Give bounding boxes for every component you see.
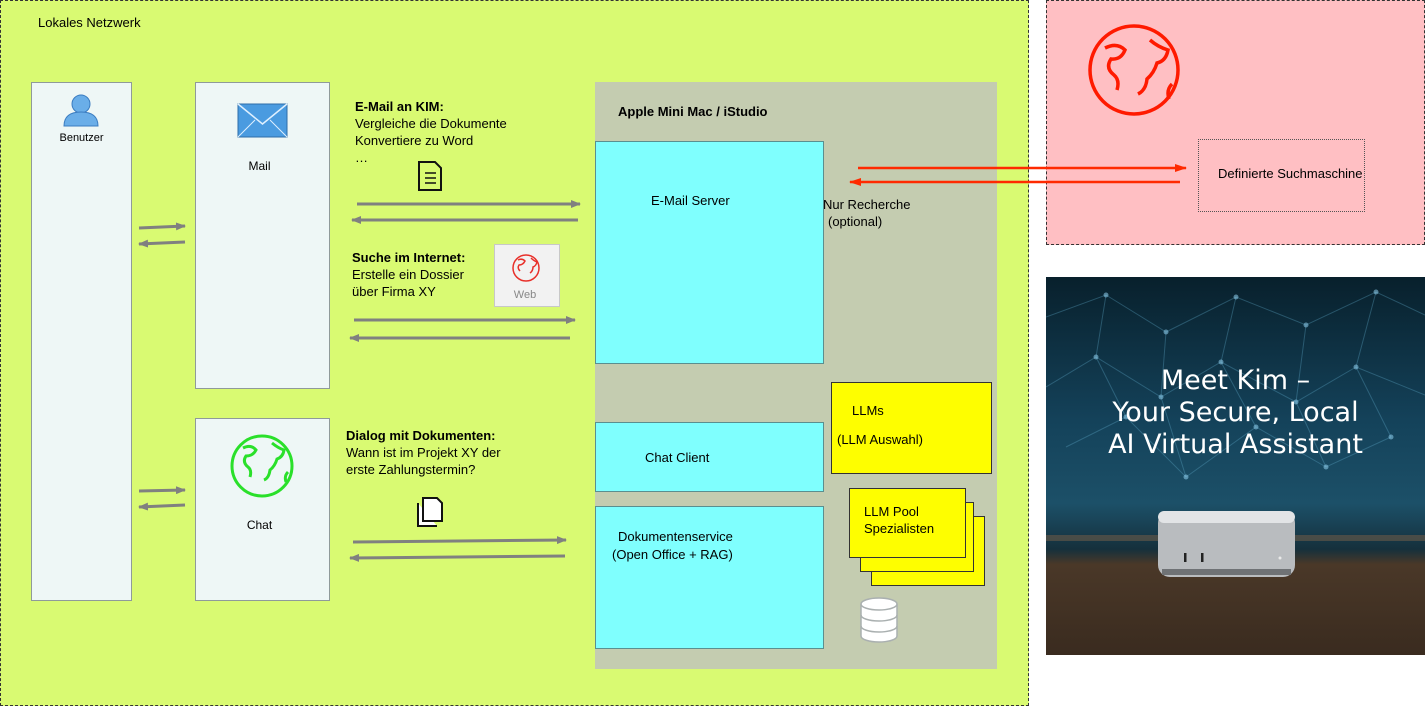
email-flow-line: Konvertiere zu Word	[355, 133, 474, 148]
web-globe-icon	[512, 254, 540, 282]
dialog-flow-heading: Dialog mit Dokumenten:	[346, 428, 496, 443]
doc-service-sublabel: (Open Office + RAG)	[612, 547, 733, 562]
user-label: Benutzer	[59, 132, 104, 144]
search-flow-heading: Suche im Internet:	[352, 250, 466, 265]
internet-zone	[1046, 0, 1425, 245]
promo-title-line: Meet Kim –	[1160, 365, 1311, 396]
email-server-label: E-Mail Server	[651, 193, 730, 208]
arrow-mail-to-user	[138, 239, 186, 248]
email-flow-heading: E-Mail an KIM:	[355, 99, 444, 114]
user-icon	[63, 94, 99, 127]
doc-service-box	[595, 506, 824, 649]
web-badge-label: Web	[513, 289, 537, 301]
llms-box	[831, 382, 992, 474]
doc-service-label: Dokumentenservice	[618, 529, 733, 544]
promo-title-line: AI Virtual Assistant	[1108, 429, 1363, 460]
search-flow-text: Suche im Internet: Erstelle ein Dossier …	[352, 249, 465, 300]
dialog-flow-line: erste Zahlungstermin?	[346, 462, 476, 477]
mac-mini-illustration	[1158, 511, 1295, 577]
arrow-dialog-out	[352, 536, 567, 545]
chat-client-panel	[195, 418, 330, 601]
arrow-user-to-mail	[138, 222, 186, 231]
llms-sublabel: (LLM Auswahl)	[837, 432, 923, 447]
internet-globe-icon	[1088, 24, 1180, 116]
llms-label: LLMs	[852, 403, 884, 418]
promo-image: Meet Kim – Your Secure, Local AI Virtual…	[1046, 277, 1425, 655]
gray-arrows	[138, 200, 581, 562]
documents-icon	[417, 497, 443, 527]
local-network-label: Lokales Netzwerk	[38, 15, 141, 30]
chat-client-box	[595, 422, 824, 492]
search-engine-box	[1198, 139, 1365, 212]
document-icon	[418, 161, 442, 191]
dialog-flow-line: Wann ist im Projekt XY der	[346, 445, 501, 460]
llm-pool-card-front	[849, 488, 966, 558]
arrow-user-to-chat	[138, 486, 186, 495]
database-icon	[860, 597, 898, 643]
email-flow-text: E-Mail an KIM: Vergleiche die Dokumente …	[355, 98, 507, 166]
research-note-sub: (optional)	[828, 214, 883, 229]
search-flow-line: über Firma XY	[352, 284, 436, 299]
mail-client-label: Mail	[248, 159, 271, 173]
envelope-icon	[237, 103, 288, 138]
server-title: Apple Mini Mac / iStudio	[618, 104, 768, 119]
research-note: Nur Recherche	[823, 197, 911, 212]
email-flow-line: …	[355, 150, 368, 165]
chat-globe-icon	[230, 434, 294, 498]
llm-pool-label: LLM Pool	[864, 504, 919, 519]
chat-client-server-label: Chat Client	[645, 450, 710, 465]
red-arrows	[849, 164, 1187, 186]
arrow-chat-to-user	[138, 502, 186, 511]
email-server-box	[595, 141, 824, 364]
dialog-flow-text: Dialog mit Dokumenten: Wann ist im Proje…	[346, 427, 501, 478]
promo-title: Meet Kim – Your Secure, Local AI Virtual…	[1046, 365, 1425, 461]
search-engine-label: Definierte Suchmaschine	[1218, 166, 1363, 181]
email-flow-line: Vergleiche die Dokumente	[355, 116, 507, 131]
promo-network-pattern	[1046, 289, 1425, 577]
chat-client-label: Chat	[246, 518, 273, 532]
llm-pool-sublabel: Spezialisten	[864, 521, 935, 536]
promo-title-line: Your Secure, Local	[1112, 397, 1359, 428]
arrow-dialog-in	[349, 553, 566, 562]
user-panel	[31, 82, 132, 601]
search-flow-line: Erstelle ein Dossier	[352, 267, 464, 282]
